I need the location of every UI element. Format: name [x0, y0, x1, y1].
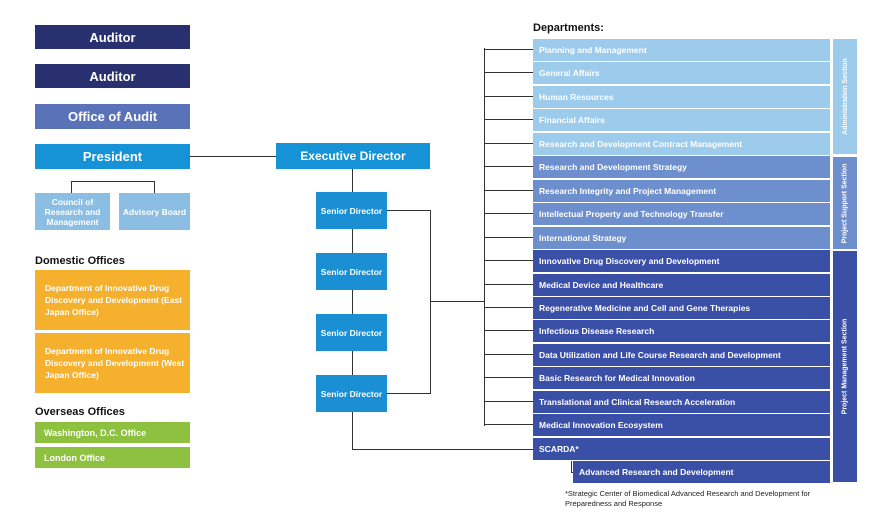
- department-connector: [484, 424, 533, 425]
- scarda-connector: [352, 449, 533, 450]
- department-connector: [484, 307, 533, 308]
- domestic-offices-heading: Domestic Offices: [35, 255, 125, 267]
- office-of-audit-box: Office of Audit: [35, 104, 190, 129]
- department-connector: [484, 72, 533, 73]
- council-connector: [71, 181, 72, 193]
- department-item: Research and Development Strategy: [533, 156, 830, 178]
- department-item: Infectious Disease Research: [533, 320, 830, 342]
- senior-director-box-2: Senior Director: [316, 253, 387, 290]
- department-item: Data Utilization and Life Course Researc…: [533, 344, 830, 366]
- department-item: International Strategy: [533, 227, 830, 249]
- auditor-box-2: Auditor: [35, 64, 190, 88]
- sub-item-connector-v: [571, 461, 572, 473]
- department-connector: [484, 401, 533, 402]
- department-connector: [484, 237, 533, 238]
- department-connector: [484, 143, 533, 144]
- administration-section-label: Administration Section: [833, 39, 857, 154]
- department-item: SCARDA*: [533, 438, 830, 460]
- london-office-box: London Office: [35, 447, 190, 468]
- department-item: Innovative Drug Discovery and Developmen…: [533, 250, 830, 272]
- overseas-offices-heading: Overseas Offices: [35, 406, 125, 418]
- center-spine: [352, 169, 353, 450]
- president-executive-connector: [190, 156, 276, 157]
- department-item: Research and Development Contract Manage…: [533, 133, 830, 155]
- project-management-section-label: Project Management Section: [833, 251, 857, 482]
- department-item: Medical Innovation Ecosystem: [533, 414, 830, 436]
- sd-bracket-vertical: [430, 210, 431, 394]
- council-box: Council of Research and Management: [35, 193, 110, 230]
- department-item: Financial Affairs: [533, 109, 830, 131]
- sd-bracket-top: [387, 210, 430, 211]
- department-connector: [484, 330, 533, 331]
- department-connector: [484, 260, 533, 261]
- department-item: Basic Research for Medical Innovation: [533, 367, 830, 389]
- department-connector: [484, 49, 533, 50]
- department-item: Human Resources: [533, 86, 830, 108]
- department-item: Medical Device and Healthcare: [533, 274, 830, 296]
- auditor-box-1: Auditor: [35, 25, 190, 49]
- west-japan-office-box: Department of Innovative Drug Discovery …: [35, 333, 190, 393]
- sub-item-connector-h: [571, 472, 573, 473]
- department-item: Planning and Management: [533, 39, 830, 61]
- senior-director-box-4: Senior Director: [316, 375, 387, 412]
- department-connector: [484, 284, 533, 285]
- departments-heading: Departments:: [533, 22, 604, 34]
- department-connector: [484, 96, 533, 97]
- advisory-board-box: Advisory Board: [119, 193, 190, 230]
- senior-director-box-1: Senior Director: [316, 192, 387, 229]
- sd-bracket-bottom: [387, 393, 430, 394]
- department-item: Research Integrity and Project Managemen…: [533, 180, 830, 202]
- department-advanced-research: Advanced Research and Development: [573, 461, 830, 483]
- department-item: Intellectual Property and Technology Tra…: [533, 203, 830, 225]
- department-connector: [484, 377, 533, 378]
- department-item: Regenerative Medicine and Cell and Gene …: [533, 297, 830, 319]
- executive-director-box: Executive Director: [276, 143, 430, 169]
- department-connector: [484, 190, 533, 191]
- department-item: General Affairs: [533, 62, 830, 84]
- senior-director-box-3: Senior Director: [316, 314, 387, 351]
- department-connector: [484, 166, 533, 167]
- footnote: *Strategic Center of Biomedical Advanced…: [565, 489, 811, 508]
- department-connector: [484, 354, 533, 355]
- president-sub-bracket: [71, 181, 155, 182]
- department-item: Translational and Clinical Research Acce…: [533, 391, 830, 413]
- president-box: President: [35, 144, 190, 169]
- project-support-section-label: Project Support Section: [833, 157, 857, 249]
- department-connector: [484, 213, 533, 214]
- washington-office-box: Washington, D.C. Office: [35, 422, 190, 443]
- sd-to-departments-connector: [430, 301, 484, 302]
- department-connector: [484, 119, 533, 120]
- east-japan-office-box: Department of Innovative Drug Discovery …: [35, 270, 190, 330]
- advisory-connector: [154, 181, 155, 193]
